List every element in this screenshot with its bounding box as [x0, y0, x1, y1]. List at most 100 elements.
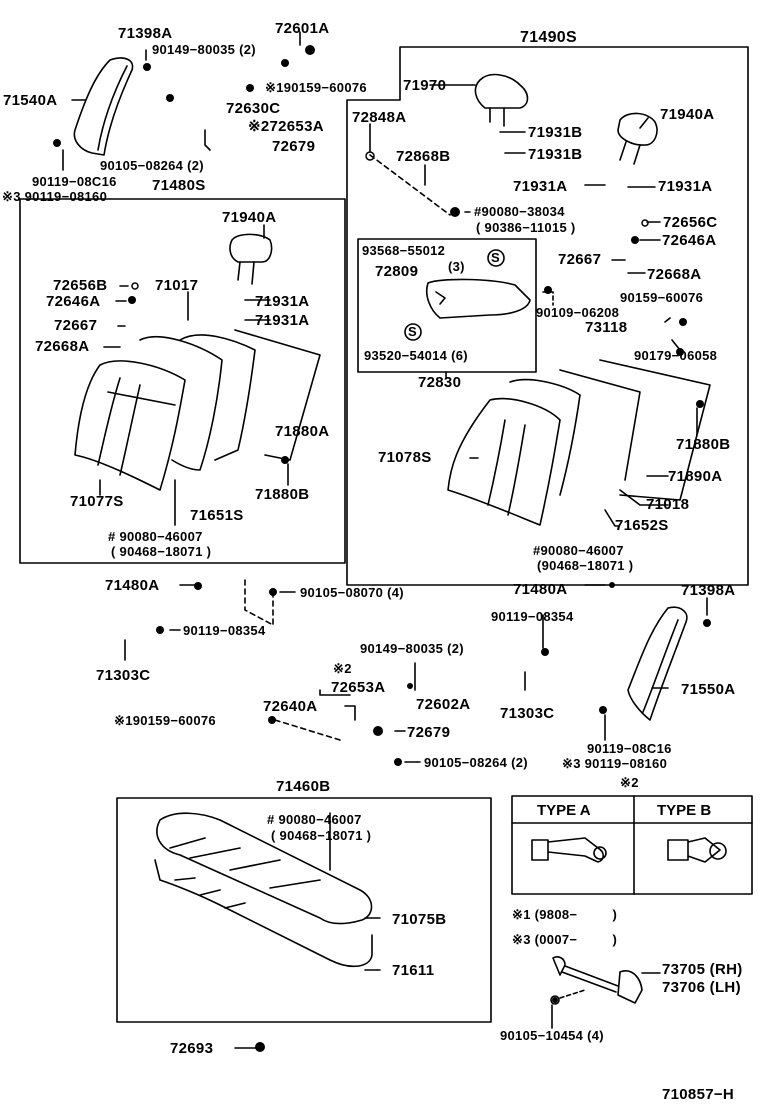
- part-label[interactable]: 90119−08C16: [587, 741, 672, 756]
- part-label[interactable]: 71652S: [615, 517, 669, 534]
- part-label[interactable]: 71018: [646, 496, 690, 513]
- part-label[interactable]: 72668A: [647, 266, 702, 283]
- part-label[interactable]: #90080−38034: [474, 204, 565, 219]
- symbol-s-bottom: [404, 323, 422, 341]
- part-label[interactable]: 71075B: [392, 911, 447, 928]
- part-label[interactable]: 90105−10454 (4): [500, 1028, 604, 1043]
- part-label[interactable]: 90105−08264 (2): [424, 755, 528, 770]
- symbol-s-bottom-label: S: [408, 324, 417, 339]
- part-label[interactable]: 73118: [585, 319, 628, 336]
- part-label[interactable]: ※3 90119−08160: [2, 189, 108, 204]
- group-box-72830: [357, 238, 537, 373]
- part-label[interactable]: ( 90468−18071 ): [111, 544, 212, 559]
- part-label[interactable]: 90179−06058: [634, 348, 718, 363]
- part-label[interactable]: 93520−54014 (6): [364, 348, 468, 363]
- part-label[interactable]: ※190159−60076: [265, 80, 367, 95]
- part-label[interactable]: 72646A: [46, 293, 101, 310]
- part-label[interactable]: 72693: [170, 1040, 214, 1057]
- part-label[interactable]: # 90080−46007: [108, 529, 203, 544]
- part-label[interactable]: 71931B: [528, 146, 583, 163]
- part-label[interactable]: 72656B: [53, 277, 108, 294]
- reference-note: ※2: [333, 661, 352, 676]
- group-box-71480S: [19, 198, 346, 564]
- part-label[interactable]: 71550A: [681, 681, 736, 698]
- part-label[interactable]: (90468−18071 ): [537, 558, 634, 573]
- part-label[interactable]: 71480A: [513, 581, 568, 598]
- part-label[interactable]: 71931A: [255, 293, 310, 310]
- part-label[interactable]: 71880A: [275, 423, 330, 440]
- group-label-71490S[interactable]: 71490S: [520, 29, 577, 46]
- part-label[interactable]: # 90080−46007: [267, 812, 362, 827]
- part-label[interactable]: 90105−08264 (2): [100, 158, 204, 173]
- part-label: (3): [448, 259, 465, 274]
- part-label[interactable]: 71540A: [3, 92, 58, 109]
- part-label[interactable]: 72646A: [662, 232, 717, 249]
- part-label[interactable]: 73706 (LH): [662, 979, 741, 996]
- part-label[interactable]: 71611: [392, 962, 435, 979]
- part-label[interactable]: 90149−80035 (2): [360, 641, 464, 656]
- seat-cushion-71075B: [156, 812, 373, 925]
- part-label[interactable]: ( 90468−18071 ): [271, 828, 372, 843]
- part-label[interactable]: 71398A: [118, 25, 173, 42]
- part-label[interactable]: #90080−46007: [533, 543, 624, 558]
- part-label[interactable]: 71970: [403, 77, 447, 94]
- part-label[interactable]: 71940A: [222, 209, 277, 226]
- part-label[interactable]: 72848A: [352, 109, 407, 126]
- group-label-71460B[interactable]: 71460B: [276, 778, 331, 795]
- part-label[interactable]: 71078S: [378, 449, 432, 466]
- part-label[interactable]: 73705 (RH): [662, 961, 743, 978]
- part-label[interactable]: 90119−08C16: [32, 174, 117, 189]
- part-label[interactable]: ( 90386−11015 ): [476, 220, 576, 235]
- part-label[interactable]: 71303C: [96, 667, 151, 684]
- headrest-71940A-right: [617, 112, 658, 146]
- part-label[interactable]: 72601A: [275, 20, 330, 37]
- part-label[interactable]: 72667: [558, 251, 602, 268]
- part-label[interactable]: 72679: [407, 724, 451, 741]
- part-label[interactable]: 71651S: [190, 507, 244, 524]
- seat-back-board: [234, 329, 321, 461]
- part-label[interactable]: 72653A: [331, 679, 386, 696]
- part-label[interactable]: 71940A: [660, 106, 715, 123]
- diagram-code: 710857−H: [662, 1086, 735, 1103]
- part-label[interactable]: 90119−08354: [491, 609, 574, 624]
- part-label[interactable]: 90119−08354: [183, 623, 266, 638]
- hinge-73705: [552, 956, 619, 993]
- part-label[interactable]: 72809: [375, 263, 419, 280]
- part-label[interactable]: 72640A: [263, 698, 318, 715]
- part-label[interactable]: 72630C: [226, 100, 281, 117]
- part-label[interactable]: 71931A: [658, 178, 713, 195]
- part-label[interactable]: 71017: [155, 277, 199, 294]
- part-label[interactable]: 71398A: [681, 582, 736, 599]
- part-label[interactable]: 71890A: [668, 468, 723, 485]
- part-label[interactable]: 71931A: [513, 178, 568, 195]
- side-pad-71540A: [73, 57, 134, 156]
- part-label[interactable]: 71480A: [105, 577, 160, 594]
- part-label[interactable]: 72668A: [35, 338, 90, 355]
- part-label[interactable]: 71931A: [255, 312, 310, 329]
- clip-72601A: [305, 45, 315, 55]
- reference-note: ※2: [620, 775, 639, 790]
- part-label[interactable]: 90105−08070 (4): [300, 585, 404, 600]
- part-label[interactable]: 72679: [272, 138, 316, 155]
- part-label[interactable]: 72868B: [396, 148, 451, 165]
- part-label[interactable]: ※190159−60076: [114, 713, 216, 728]
- part-label[interactable]: 90159−60076: [620, 290, 704, 305]
- part-label[interactable]: 90109−06208: [536, 305, 620, 320]
- part-label[interactable]: 93568−55012: [362, 243, 446, 258]
- symbol-s-top-label: S: [491, 250, 500, 265]
- part-label[interactable]: 71303C: [500, 705, 555, 722]
- part-label[interactable]: ※3 90119−08160: [562, 756, 668, 771]
- part-label[interactable]: 90149−80035 (2): [152, 42, 256, 57]
- part-label[interactable]: 72667: [54, 317, 98, 334]
- group-label-71480S[interactable]: 71480S: [152, 177, 206, 194]
- part-label[interactable]: 72656C: [663, 214, 718, 231]
- part-label[interactable]: 71880B: [255, 486, 310, 503]
- part-label[interactable]: ※272653A: [248, 118, 324, 135]
- group-label-72830[interactable]: 72830: [418, 374, 462, 391]
- part-label[interactable]: 72602A: [416, 696, 471, 713]
- part-label[interactable]: 71931B: [528, 124, 583, 141]
- part-label[interactable]: 71880B: [676, 436, 731, 453]
- part-label[interactable]: 71077S: [70, 493, 124, 510]
- seat-cushion-pad-71611: [154, 859, 373, 968]
